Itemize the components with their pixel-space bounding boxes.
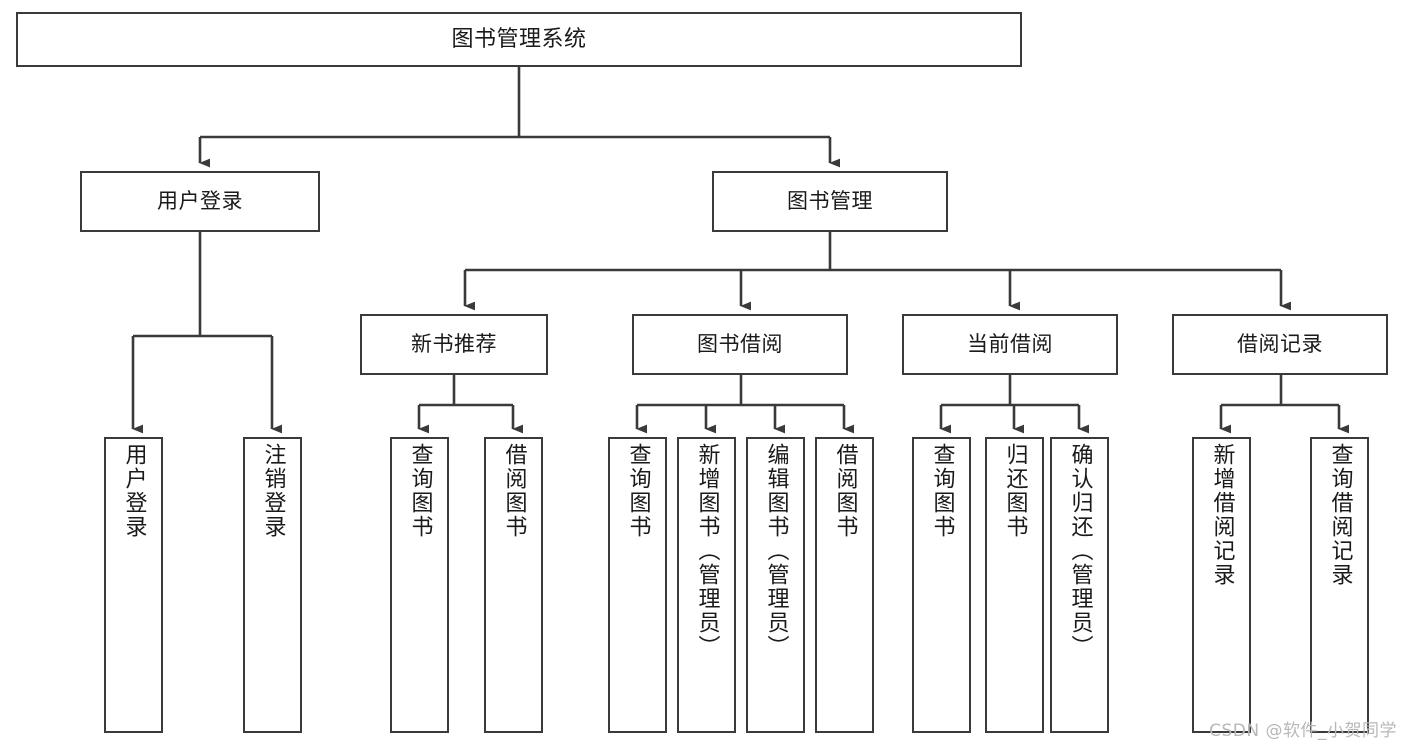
leaf-edit-book-admin-label: 编辑图书（管理员） <box>763 443 789 659</box>
leaf-edit-book-admin[interactable]: 编辑图书（管理员） <box>746 437 805 733</box>
leaf-query-borrow-record-label: 查询借阅记录 <box>1327 443 1353 587</box>
leaf-add-borrow-record-label: 新增借阅记录 <box>1209 443 1235 587</box>
leaf-query-book-borrow[interactable]: 查询图书 <box>608 437 667 733</box>
node-book-borrow-label: 图书借阅 <box>697 332 783 357</box>
node-book-management-branch-label: 图书管理 <box>787 189 873 214</box>
leaf-borrow-book[interactable]: 借阅图书 <box>815 437 874 733</box>
leaf-add-book-admin-label: 新增图书（管理员） <box>694 443 720 659</box>
leaf-user-login[interactable]: 用户登录 <box>104 437 163 733</box>
node-current-borrow[interactable]: 当前借阅 <box>902 314 1118 375</box>
leaf-query-book-borrow-label: 查询图书 <box>625 443 651 539</box>
leaf-borrow-book-label: 借阅图书 <box>832 443 858 539</box>
leaf-query-book-current[interactable]: 查询图书 <box>912 437 971 733</box>
node-root-system[interactable]: 图书管理系统 <box>16 12 1022 67</box>
leaf-logout[interactable]: 注销登录 <box>243 437 302 733</box>
leaf-confirm-return-admin[interactable]: 确认归还（管理员） <box>1050 437 1109 733</box>
node-book-borrow[interactable]: 图书借阅 <box>632 314 848 375</box>
leaf-add-borrow-record[interactable]: 新增借阅记录 <box>1192 437 1251 733</box>
node-new-book-recommend-label: 新书推荐 <box>411 332 497 357</box>
leaf-borrow-book-new-recommend[interactable]: 借阅图书 <box>484 437 543 733</box>
leaf-borrow-book-new-recommend-label: 借阅图书 <box>501 443 527 539</box>
node-borrow-record-label: 借阅记录 <box>1237 332 1323 357</box>
node-borrow-record[interactable]: 借阅记录 <box>1172 314 1388 375</box>
node-user-login-branch[interactable]: 用户登录 <box>80 171 320 232</box>
node-user-login-branch-label: 用户登录 <box>157 189 243 214</box>
leaf-return-book-label: 归还图书 <box>1002 443 1028 539</box>
leaf-confirm-return-admin-label: 确认归还（管理员） <box>1067 443 1093 659</box>
leaf-query-book-new-recommend-label: 查询图书 <box>407 443 433 539</box>
node-book-management-branch[interactable]: 图书管理 <box>712 171 948 232</box>
leaf-return-book[interactable]: 归还图书 <box>985 437 1044 733</box>
leaf-query-book-new-recommend[interactable]: 查询图书 <box>390 437 449 733</box>
leaf-add-book-admin[interactable]: 新增图书（管理员） <box>677 437 736 733</box>
leaf-query-borrow-record[interactable]: 查询借阅记录 <box>1310 437 1369 733</box>
leaf-user-login-label: 用户登录 <box>121 443 147 539</box>
leaf-logout-label: 注销登录 <box>260 443 286 539</box>
leaf-query-book-current-label: 查询图书 <box>929 443 955 539</box>
csdn-watermark: CSDN @软件_小贺同学 <box>1209 721 1397 741</box>
node-new-book-recommend[interactable]: 新书推荐 <box>360 314 548 375</box>
node-root-system-label: 图书管理系统 <box>451 26 587 52</box>
node-current-borrow-label: 当前借阅 <box>967 332 1053 357</box>
